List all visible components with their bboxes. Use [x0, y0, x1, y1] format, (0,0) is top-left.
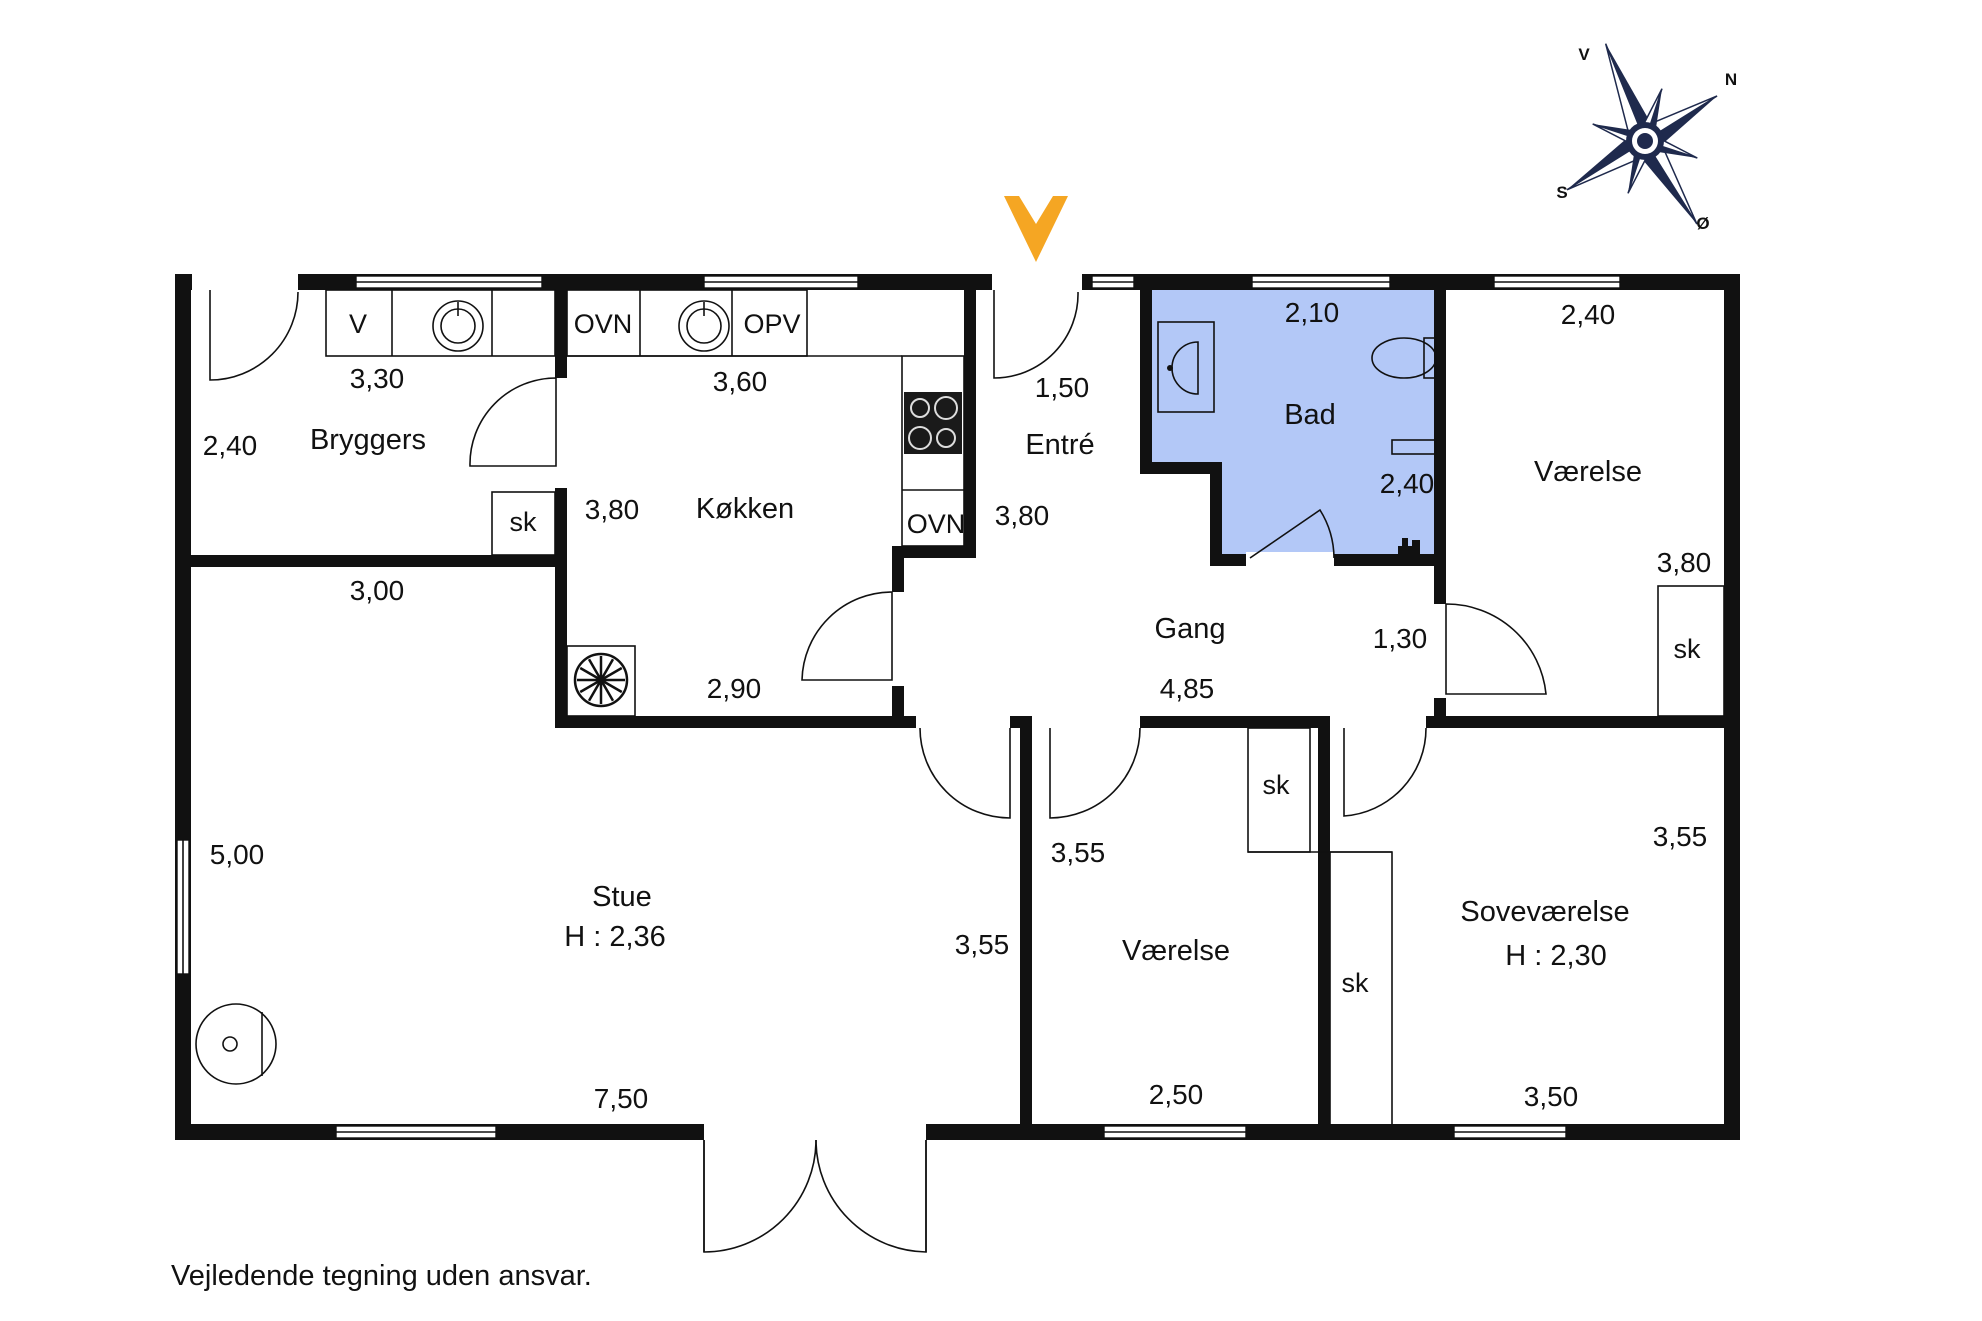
room-label-bryggers: Bryggers [310, 424, 426, 456]
room-label-sovevaerelse-height: H : 2,30 [1505, 940, 1607, 972]
fixture-label-sk-bryggers: sk [510, 507, 538, 537]
dim-entre-depth: 3,80 [995, 500, 1050, 531]
room-label-bad: Bad [1284, 399, 1336, 431]
dim-kokken-width: 3,60 [713, 366, 768, 397]
dim-vaerelse-s-width: 2,50 [1149, 1079, 1204, 1110]
fan-spoke [599, 658, 615, 681]
dim-sovevaerelse-depth: 3,55 [1653, 821, 1708, 852]
fixture-labels: V OVN OPV OVN sk sk sk sk [349, 309, 1701, 998]
fixture-label-ovn-top: OVN [574, 309, 633, 339]
dim-gang-width: 1,30 [1373, 623, 1428, 654]
fan-spoke [599, 679, 615, 702]
fixture-label-sk-vaerelse-ne: sk [1674, 634, 1702, 664]
dim-bryggers-width: 3,30 [350, 363, 405, 394]
dim-bad-depth: 2,40 [1380, 468, 1435, 499]
dim-vaerelse-s-depth: 3,55 [1051, 837, 1106, 868]
dim-bryggers-depth: 2,40 [203, 430, 258, 461]
compass-label-south: S [1556, 183, 1567, 202]
dim-vaerelse-ne-depth: 3,80 [1657, 547, 1712, 578]
fireplace-icon [195, 1003, 277, 1085]
dim-kokken-depth: 3,80 [585, 494, 640, 525]
dim-gang-length: 4,85 [1160, 673, 1215, 704]
fixture-label-sk-vaerelse-s: sk [1263, 770, 1291, 800]
room-label-kokken: Køkken [696, 493, 794, 525]
fixture-label-opv: OPV [743, 309, 800, 339]
fixture-label-ovn-right: OVN [907, 509, 966, 539]
room-label-gang: Gang [1155, 613, 1226, 645]
fan-spoke [579, 666, 602, 682]
compass-ray [1605, 43, 1658, 141]
entrance-marker-icon [1004, 196, 1068, 262]
room-label-sovevaerelse: Soveværelse [1460, 896, 1629, 928]
fan-spoke [579, 678, 602, 694]
wood-stove-icon [573, 652, 629, 708]
fan-spoke [587, 679, 603, 702]
windows [176, 275, 1621, 1139]
dim-stue-width: 7,50 [594, 1083, 649, 1114]
interior-walls [175, 274, 1740, 1136]
room-label-vaerelse-s: Værelse [1122, 935, 1230, 967]
disclaimer-text: Vejledende tegning uden ansvar. [171, 1260, 592, 1292]
fixture-label-v: V [349, 309, 367, 339]
compass-rose-icon: V N S Ø [1556, 43, 1737, 233]
fan-spoke [587, 658, 603, 681]
dim-bad-width: 2,10 [1285, 297, 1340, 328]
dim-sovevaerelse-width: 3,50 [1524, 1081, 1579, 1112]
dim-kokken-bottom: 2,90 [707, 673, 762, 704]
fan-spoke [600, 678, 623, 694]
dim-stue-depth: 5,00 [210, 839, 265, 870]
room-label-vaerelse-ne: Værelse [1534, 456, 1642, 488]
room-label-stue: Stue [592, 881, 652, 913]
fan-spoke [600, 666, 623, 682]
compass-label-north: N [1725, 70, 1737, 89]
dim-vaerelse-ne-width: 2,40 [1561, 299, 1616, 330]
fixture-label-sk-sovevaerelse: sk [1342, 968, 1370, 998]
doors [192, 272, 1547, 1253]
room-label-entre: Entré [1025, 429, 1094, 461]
compass-ray [1633, 141, 1697, 225]
room-label-stue-height: H : 2,36 [564, 921, 666, 953]
compass-label-east: Ø [1696, 214, 1709, 233]
fixtures [195, 289, 1725, 1124]
faucet-icon [1398, 538, 1420, 554]
dim-entre-width: 1,50 [1035, 372, 1090, 403]
dim-bryggers-bottom: 3,00 [350, 575, 405, 606]
compass-label-west: V [1578, 45, 1590, 64]
compass-ray [1566, 129, 1645, 190]
room-labels: Bryggers Køkken Entré Bad Værelse Gang S… [310, 399, 1642, 972]
dimension-labels: 3,30 2,40 3,00 3,60 3,80 2,90 1,50 3,80 … [203, 297, 1712, 1114]
dim-stue-depth-right: 3,55 [955, 929, 1010, 960]
